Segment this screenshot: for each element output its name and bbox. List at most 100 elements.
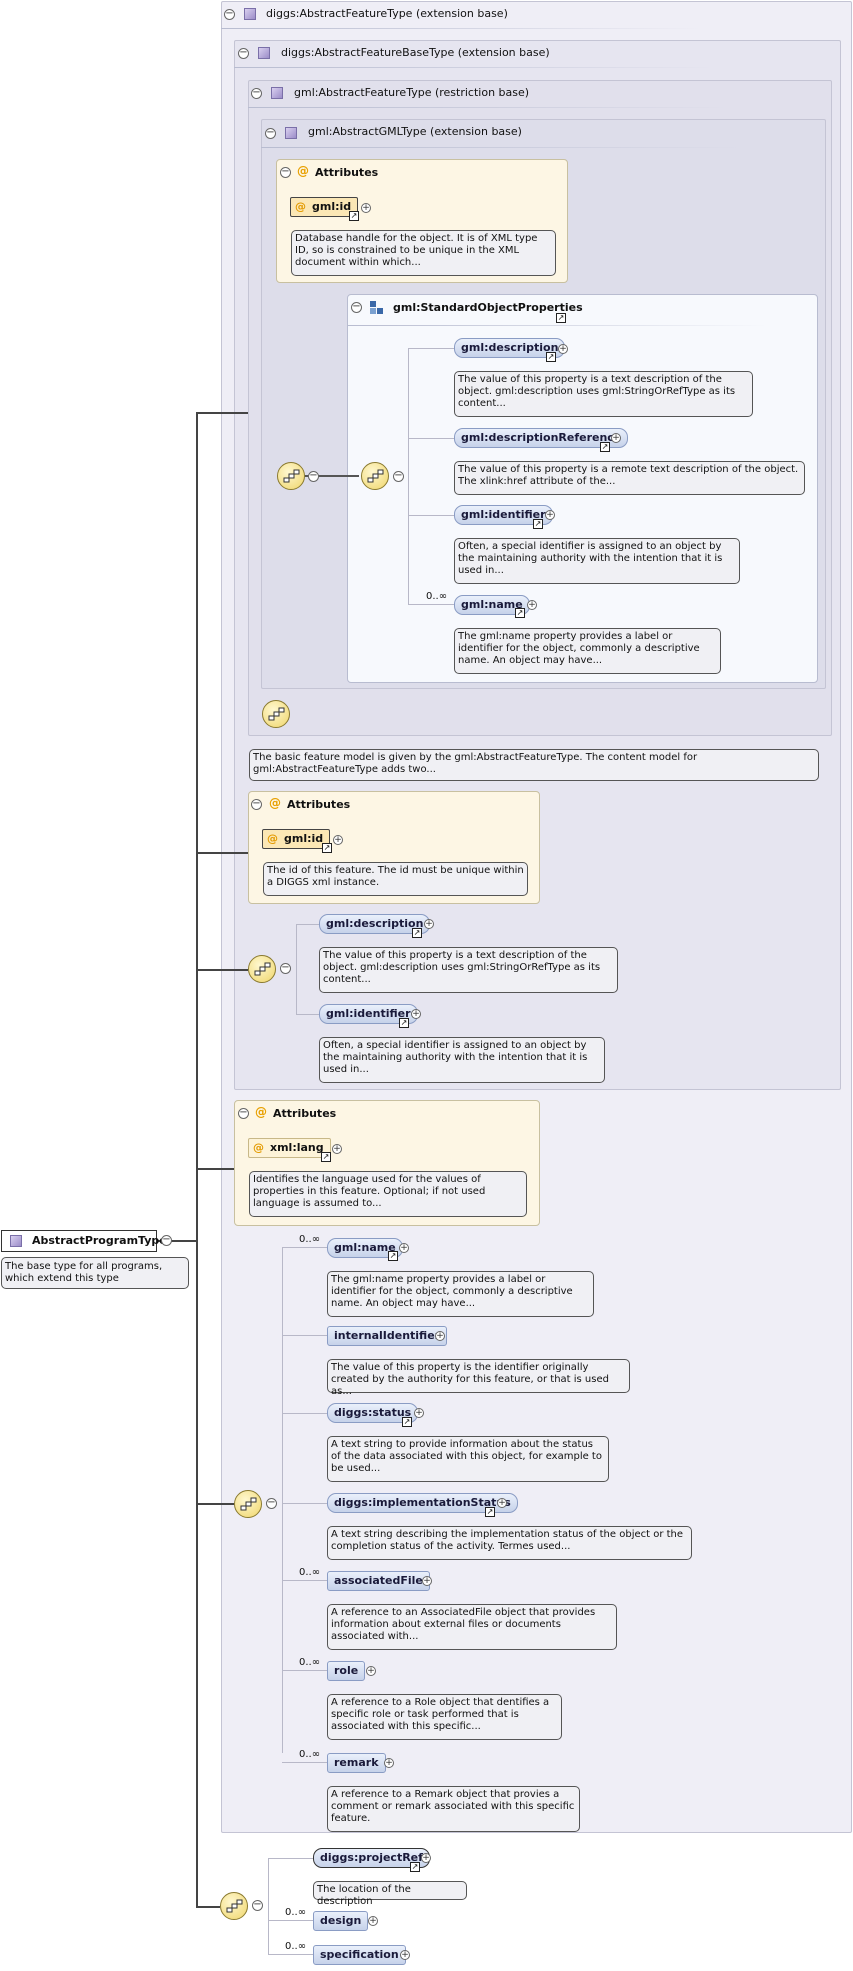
expand-plus-icon[interactable]: + xyxy=(400,1950,410,1960)
collapse-toggle-attrs-2[interactable]: − xyxy=(251,798,262,810)
reference-arrow-icon[interactable]: ↗ xyxy=(349,211,359,221)
attribute-xml-lang[interactable]: @xml:lang xyxy=(248,1138,331,1158)
type-title-t2: diggs:AbstractFeatureBaseType (extension… xyxy=(281,46,550,59)
reference-arrow-icon[interactable]: ↗ xyxy=(399,1018,409,1028)
expand-plus-icon[interactable]: + xyxy=(333,835,343,845)
type-cube-icon xyxy=(244,8,256,20)
cardinality-label: 0..∞ xyxy=(426,591,448,602)
expand-plus-icon[interactable]: + xyxy=(424,919,434,929)
attribute-gml-id[interactable]: @gml:id xyxy=(290,197,359,217)
collapse-toggle-sop[interactable]: − xyxy=(351,301,362,313)
expand-plus-icon[interactable]: + xyxy=(527,600,537,610)
expand-plus-icon[interactable]: + xyxy=(384,1758,394,1768)
collapse-toggle-seq[interactable]: − xyxy=(252,1899,263,1911)
sop-title: gml:StandardObjectProperties xyxy=(393,301,583,314)
element-gml-description-reference[interactable]: gml:descriptionReference xyxy=(454,428,629,448)
element-description: The gml:name property provides a label o… xyxy=(327,1271,594,1317)
element-description: The gml:name property provides a label o… xyxy=(454,628,721,674)
reference-arrow-icon[interactable]: ↗ xyxy=(515,608,525,618)
expand-plus-icon[interactable]: + xyxy=(411,1009,421,1019)
type-cube-icon xyxy=(285,127,297,139)
collapse-toggle-seq[interactable]: − xyxy=(308,470,319,482)
expand-plus-icon[interactable]: + xyxy=(368,1916,378,1926)
sequence-compositor-icon[interactable] xyxy=(262,700,290,728)
element-specification[interactable]: specification xyxy=(313,1945,406,1965)
reference-arrow-icon[interactable]: ↗ xyxy=(388,1251,398,1261)
reference-arrow-icon[interactable]: ↗ xyxy=(322,843,332,853)
cardinality-label: 0..∞ xyxy=(285,1907,307,1918)
element-associated-file[interactable]: associatedFile xyxy=(327,1571,430,1591)
attribute-at-icon: @ xyxy=(297,164,309,178)
expand-plus-icon[interactable]: + xyxy=(545,510,555,520)
expand-plus-icon[interactable]: + xyxy=(332,1144,342,1154)
type-title-t1: diggs:AbstractFeatureType (extension bas… xyxy=(266,7,508,20)
reference-arrow-icon[interactable]: ↗ xyxy=(402,1417,412,1427)
expand-plus-icon[interactable]: + xyxy=(361,203,371,213)
attribute-description: The id of this feature. The id must be u… xyxy=(263,862,528,896)
element-diggs-project-ref[interactable]: diggs:projectRef xyxy=(313,1848,430,1868)
root-complex-type[interactable]: AbstractProgramType xyxy=(1,1230,167,1252)
reference-arrow-icon[interactable]: ↗ xyxy=(412,928,422,938)
expand-plus-icon[interactable]: + xyxy=(421,1853,431,1863)
attribute-gml-id[interactable]: @gml:id xyxy=(262,829,331,849)
sequence-compositor-icon[interactable] xyxy=(248,955,276,983)
collapse-toggle-t4[interactable]: − xyxy=(265,127,276,139)
attribute-at-icon: @ xyxy=(255,1105,267,1119)
element-role[interactable]: role xyxy=(327,1661,366,1681)
element-gml-identifier[interactable]: gml:identifier xyxy=(319,1004,418,1024)
reference-arrow-icon[interactable]: ↗ xyxy=(410,1862,420,1872)
element-diggs-implementation-status[interactable]: diggs:implementationStatus xyxy=(327,1493,518,1513)
type-cube-icon xyxy=(258,47,270,59)
expand-plus-icon[interactable]: + xyxy=(558,344,568,354)
type-title-t4: gml:AbstractGMLType (extension base) xyxy=(308,125,522,138)
expand-plus-icon[interactable]: + xyxy=(497,1498,507,1508)
expand-plus-icon[interactable]: + xyxy=(366,1666,376,1676)
attribute-at-icon: @ xyxy=(295,200,306,213)
expand-plus-icon[interactable]: + xyxy=(399,1243,409,1253)
cardinality-label: 0..∞ xyxy=(299,1657,321,1668)
element-design[interactable]: design xyxy=(313,1911,369,1931)
element-internal-identifier[interactable]: internalIdentifier xyxy=(327,1326,448,1346)
element-gml-description[interactable]: gml:description xyxy=(319,914,431,934)
element-gml-description[interactable]: gml:description xyxy=(454,338,566,358)
collapse-toggle-seq[interactable]: − xyxy=(280,962,291,974)
attribute-group-icon xyxy=(370,301,384,315)
element-description: The value of this property is the identi… xyxy=(327,1359,630,1397)
sequence-compositor-icon[interactable] xyxy=(220,1892,248,1920)
collapse-toggle-t1[interactable]: − xyxy=(224,8,235,20)
element-description: Often, a special identifier is assigned … xyxy=(319,1037,605,1083)
cardinality-label: 0..∞ xyxy=(299,1749,321,1760)
reference-arrow-icon[interactable]: ↗ xyxy=(546,352,556,362)
element-description: A text string describing the implementat… xyxy=(327,1526,692,1560)
collapse-toggle-t2[interactable]: − xyxy=(238,47,249,59)
element-diggs-status[interactable]: diggs:status xyxy=(327,1403,419,1423)
element-gml-name[interactable]: gml:name xyxy=(454,595,530,615)
collapse-toggle-attrs-3[interactable]: − xyxy=(238,1107,249,1119)
expand-plus-icon[interactable]: + xyxy=(435,1331,445,1341)
element-description: The value of this property is a text des… xyxy=(319,947,618,993)
element-description: A reference to a Role object that dentif… xyxy=(327,1694,562,1740)
element-gml-identifier[interactable]: gml:identifier xyxy=(454,505,553,525)
reference-arrow-icon[interactable]: ↗ xyxy=(321,1152,331,1162)
collapse-toggle-seq[interactable]: − xyxy=(266,1497,277,1509)
element-remark[interactable]: remark xyxy=(327,1753,386,1773)
collapse-toggle-seq[interactable]: − xyxy=(393,470,404,482)
type-cube-icon xyxy=(10,1235,22,1247)
sequence-compositor-icon[interactable] xyxy=(277,462,305,490)
collapse-toggle-root[interactable]: − xyxy=(161,1234,172,1246)
reference-arrow-icon[interactable]: ↗ xyxy=(485,1507,495,1517)
reference-arrow-icon[interactable]: ↗ xyxy=(600,442,610,452)
collapse-toggle-t3[interactable]: − xyxy=(251,87,262,99)
reference-arrow-icon[interactable]: ↗ xyxy=(533,519,543,529)
sequence-compositor-icon[interactable] xyxy=(361,462,389,490)
element-description: Often, a special identifier is assigned … xyxy=(454,538,740,584)
sequence-compositor-icon[interactable] xyxy=(234,1490,262,1518)
collapse-toggle-attrs-1[interactable]: − xyxy=(280,166,291,178)
reference-arrow-icon[interactable]: ↗ xyxy=(556,313,566,323)
expand-plus-icon[interactable]: + xyxy=(414,1408,424,1418)
expand-plus-icon[interactable]: + xyxy=(422,1576,432,1586)
expand-plus-icon[interactable]: + xyxy=(611,433,621,443)
element-description: A text string to provide information abo… xyxy=(327,1436,609,1482)
element-description: A reference to a Remark object that prov… xyxy=(327,1786,580,1832)
cardinality-label: 0..∞ xyxy=(299,1234,321,1245)
